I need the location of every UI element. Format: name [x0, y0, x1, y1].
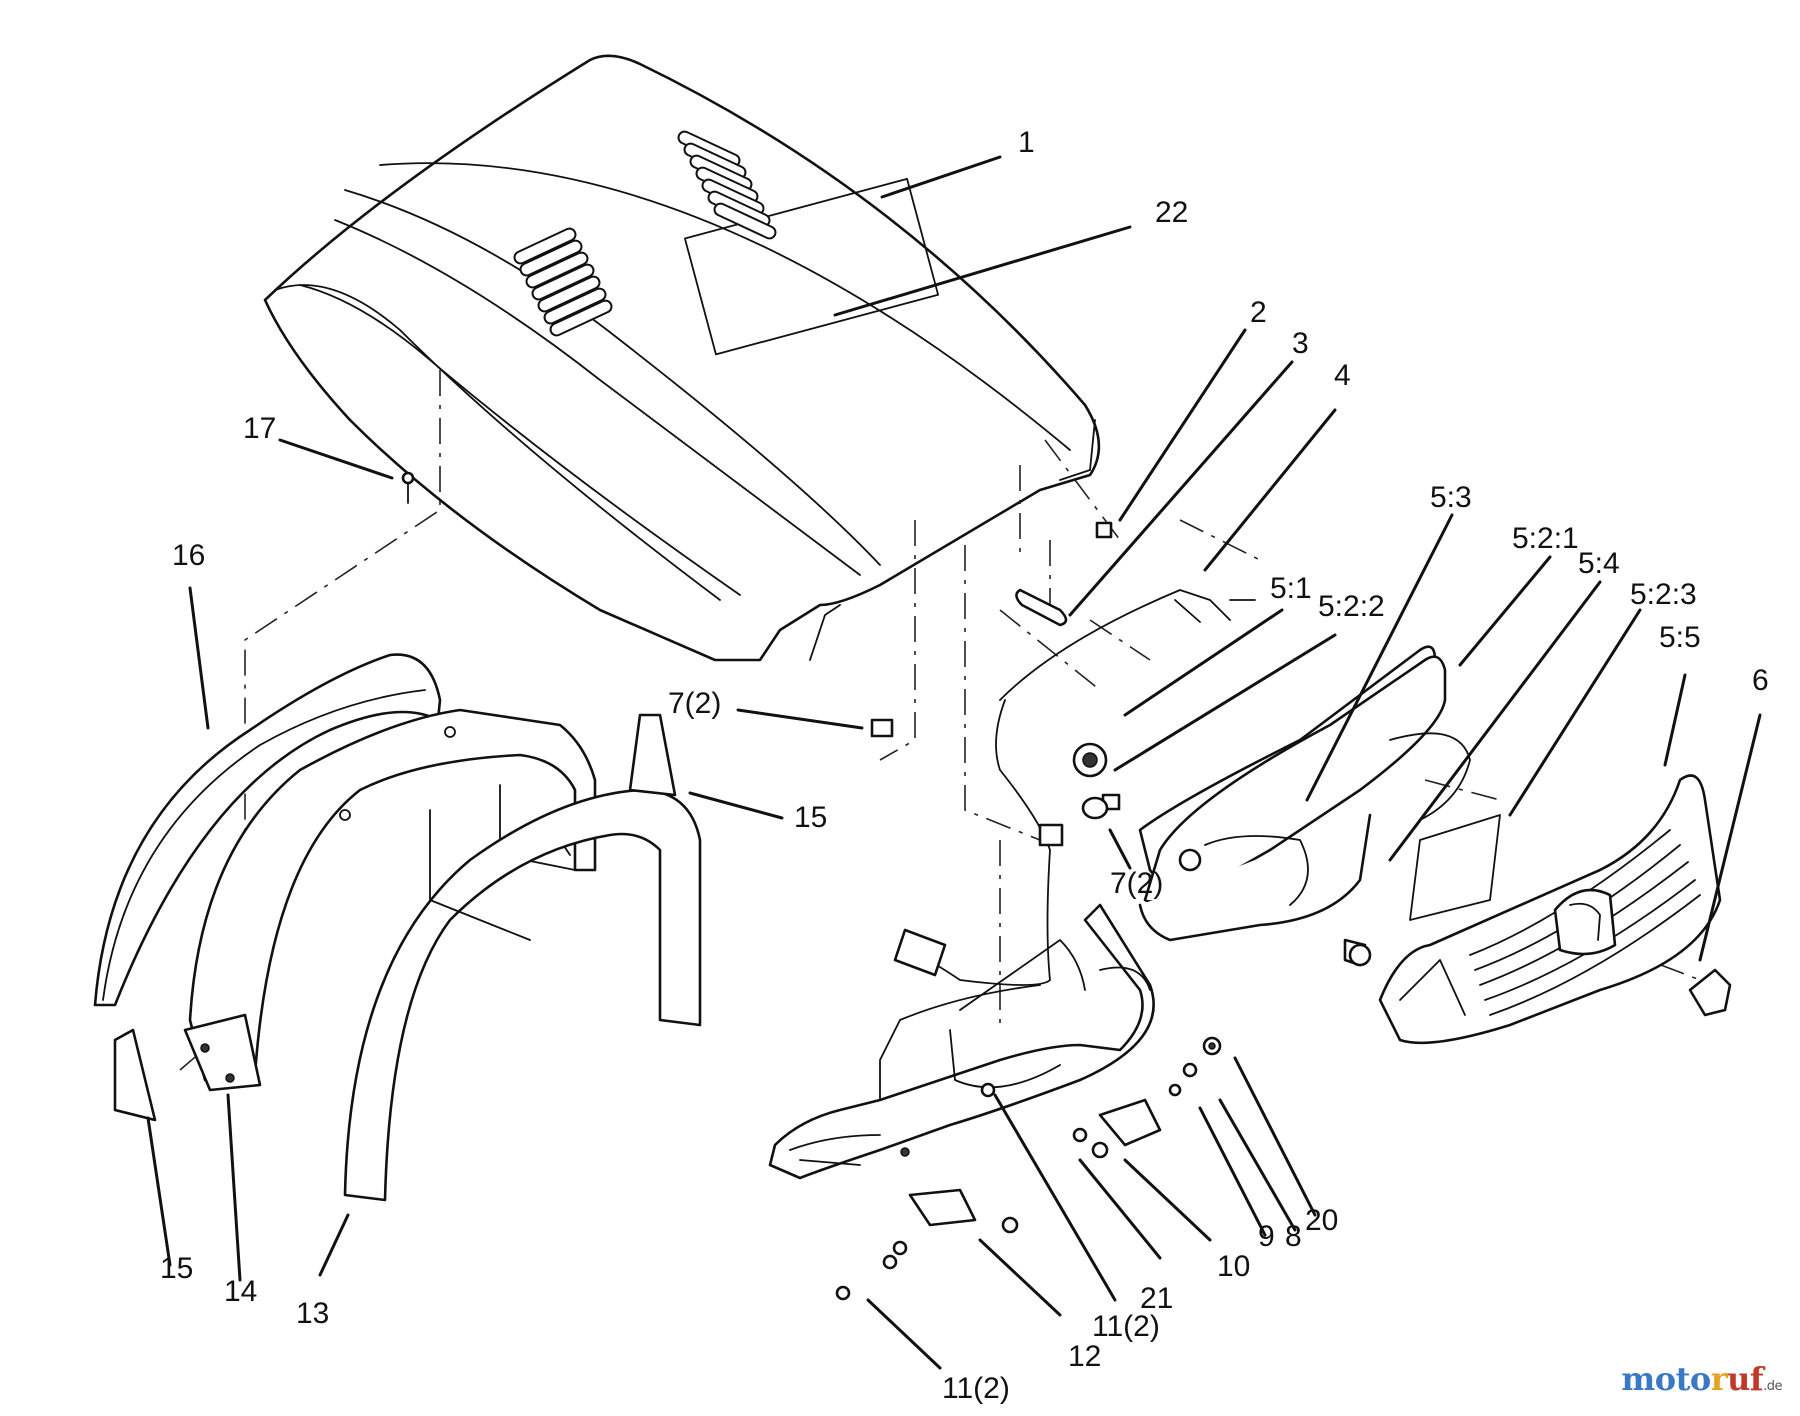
callout-label: 4: [1334, 359, 1351, 392]
watermark-tld: .de: [1763, 1379, 1782, 1394]
callout-label: 5:2:1: [1512, 522, 1579, 555]
callout-label: 12: [1068, 1340, 1101, 1373]
fender-13: [343, 788, 702, 1202]
callout-label: 21: [1140, 1282, 1173, 1315]
watermark-part-a: moto: [1621, 1360, 1711, 1398]
strap-3: [1015, 588, 1068, 627]
callout-label: 10: [1217, 1250, 1250, 1283]
callout-label: 11(2): [942, 1372, 1010, 1405]
callout-label: 3: [1292, 327, 1309, 360]
leader-lines: [146, 155, 1762, 1370]
callout-label: 17: [243, 412, 276, 445]
callout-labels: 1 22 2 3 4 17 16 5:3 5:2:1 5:1 5:2:2 5:4…: [160, 126, 1769, 1405]
callout-label: 7(2): [1110, 867, 1163, 900]
callout-label: 5:4: [1578, 547, 1620, 580]
callout-label: 15: [160, 1252, 193, 1285]
callout-label: 22: [1155, 196, 1188, 229]
watermark-part-b: r: [1710, 1360, 1728, 1398]
gasket-5-2-2: [1081, 796, 1109, 820]
fasteners: [835, 1036, 1222, 1301]
callout-label: 15: [794, 801, 827, 834]
trim-16: [93, 653, 442, 1007]
callout-label: 16: [172, 539, 205, 572]
hood-vent-slots: [513, 130, 777, 337]
callout-label: 5:5: [1659, 621, 1701, 654]
callout-label: 5:2:3: [1630, 578, 1697, 611]
pin-17: [401, 471, 415, 504]
wedge-15-right: [628, 713, 677, 797]
callout-label: 20: [1305, 1204, 1338, 1237]
callout-label: 13: [296, 1297, 329, 1330]
callout-label: 14: [224, 1275, 257, 1308]
callout-label: 5:2:2: [1318, 590, 1385, 623]
callout-label: 11(2): [1092, 1310, 1160, 1343]
grille-5-5: [1378, 774, 1722, 1045]
watermark-logo: motoruf.de: [1621, 1360, 1782, 1398]
callout-label: 5:3: [1430, 481, 1472, 514]
screw-2: [1095, 521, 1113, 539]
knob-6: [1688, 968, 1732, 1017]
wire-harness-4: [893, 589, 1256, 986]
callout-label: 7(2): [668, 687, 721, 720]
headlight-housing: [1138, 645, 1471, 967]
hood-decal: [683, 178, 940, 356]
socket-5-1: [1072, 742, 1108, 778]
hood-part: [263, 54, 1101, 662]
callout-label: 5:1: [1270, 572, 1312, 605]
wedge-15-left: [113, 1028, 157, 1122]
callout-label: 9: [1258, 1220, 1275, 1253]
decal-5-4: [1409, 814, 1501, 921]
watermark-part-c: uf: [1727, 1360, 1764, 1398]
bracket-frame: [768, 903, 1155, 1227]
callout-label: 1: [1018, 126, 1035, 159]
callout-label: 6: [1752, 664, 1769, 697]
callout-label: 8: [1285, 1220, 1302, 1253]
callout-label: 2: [1250, 296, 1267, 329]
